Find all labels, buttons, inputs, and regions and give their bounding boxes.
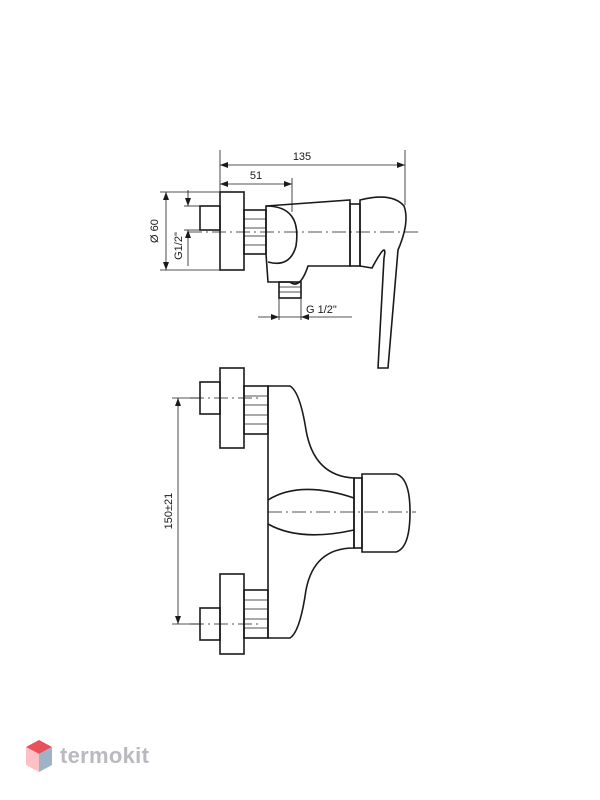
dim-overall-length: 135 (293, 151, 311, 163)
dim-outlet-thread: G 1/2" (306, 304, 337, 316)
lower-connector-nut (243, 589, 269, 639)
cube-icon (26, 740, 52, 772)
brand-name: termokit (60, 743, 150, 768)
termokit-logo: termokit (24, 736, 149, 776)
upper-connector-nut (243, 385, 269, 435)
side-wall-flange (219, 191, 245, 271)
lower-wall-flange (219, 573, 245, 655)
dim-wall-diameter: Ø 60 (149, 219, 161, 243)
dim-inlet-thread: G1/2" (173, 232, 185, 260)
cartridge-knob (361, 473, 411, 553)
side-inlet-stub (199, 205, 221, 231)
cartridge-housing (353, 477, 363, 549)
dim-body-offset: 51 (250, 170, 262, 182)
side-cartridge (349, 203, 361, 267)
upper-wall-flange (219, 367, 245, 449)
dim-inlet-spacing: 150±21 (163, 493, 175, 530)
front-view: 150±21 (163, 367, 416, 655)
side-lever-handle (359, 196, 407, 369)
side-outlet-stub (278, 281, 302, 299)
side-mixer-body (265, 199, 351, 285)
side-view: 135 51 Ø 60 G1/2" G 1/2" (149, 150, 420, 369)
